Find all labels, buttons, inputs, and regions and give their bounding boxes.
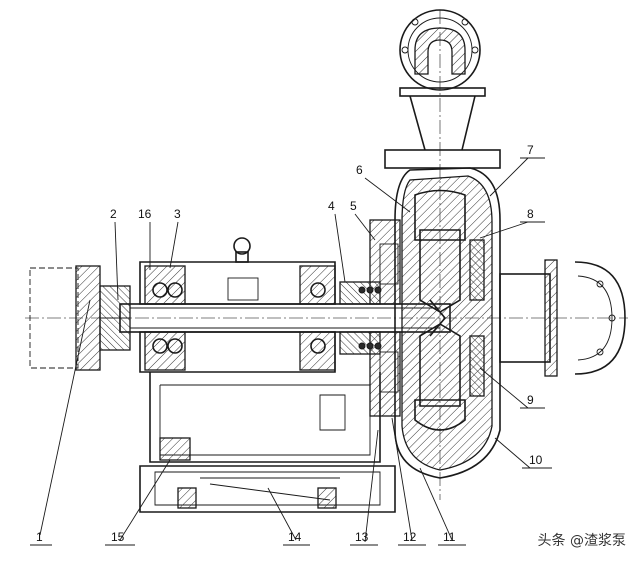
callout-16: 16: [138, 207, 152, 221]
callout-2: 2: [110, 207, 117, 221]
callout-8: 8: [527, 207, 534, 221]
bearing-assembly: [139, 237, 336, 373]
watermark: 头条 @渣浆泵: [537, 533, 626, 549]
frame-pedestal: [149, 372, 381, 463]
suction-inlet: [499, 259, 626, 377]
callout-3: 3: [174, 207, 181, 221]
callout-4: 4: [328, 199, 335, 213]
callout-7: 7: [527, 143, 534, 157]
callout-14: 14: [288, 530, 302, 544]
discharge-pipe: [384, 9, 501, 169]
leader-lines: [30, 157, 552, 546]
callout-9: 9: [527, 393, 534, 407]
callout-10: 10: [529, 453, 543, 467]
coupling: [75, 265, 131, 371]
callout-13: 13: [355, 530, 369, 544]
pump-casing: [394, 167, 501, 479]
callout-12: 12: [403, 530, 417, 544]
base: [139, 465, 396, 513]
coupling-phantom: [29, 267, 79, 369]
callout-1: 1: [36, 530, 43, 544]
callout-5: 5: [350, 199, 357, 213]
callout-11: 11: [443, 530, 456, 544]
callout-6: 6: [356, 163, 363, 177]
callout-15: 15: [111, 530, 125, 544]
